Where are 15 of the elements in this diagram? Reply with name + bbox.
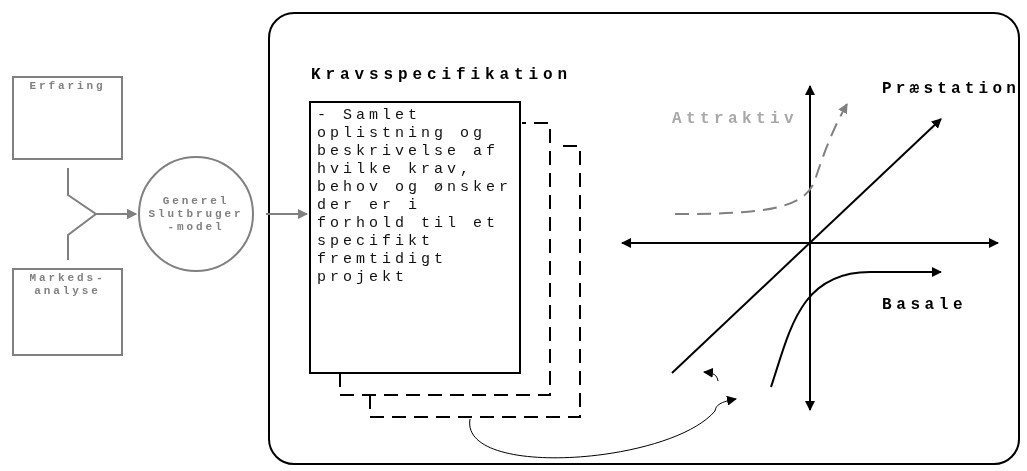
curve-label: Præstation: [882, 80, 1020, 98]
source-box: [12, 268, 123, 356]
document-text: - Samlet oplistning og beskrivelse af hvilke krav, behov og ønsker der er i forhold til et specifikt fremtidigt projekt: [317, 107, 514, 287]
document-stack: [309, 101, 582, 421]
box-label: Erfaring: [28, 80, 107, 93]
curved-fork-arrow: [469, 395, 737, 459]
frame-panel: [268, 12, 1020, 465]
curve-label: Basale: [882, 296, 968, 314]
curve-label: Attraktiv: [672, 110, 798, 128]
box-label: Markeds- analyse: [28, 272, 107, 298]
source-box: [12, 76, 123, 160]
circle-label: Generel Slutbruger -model: [147, 194, 245, 234]
frame-heading: Kravsspecifikation: [311, 66, 573, 84]
arrow: [67, 209, 137, 261]
arrow: [265, 209, 308, 219]
